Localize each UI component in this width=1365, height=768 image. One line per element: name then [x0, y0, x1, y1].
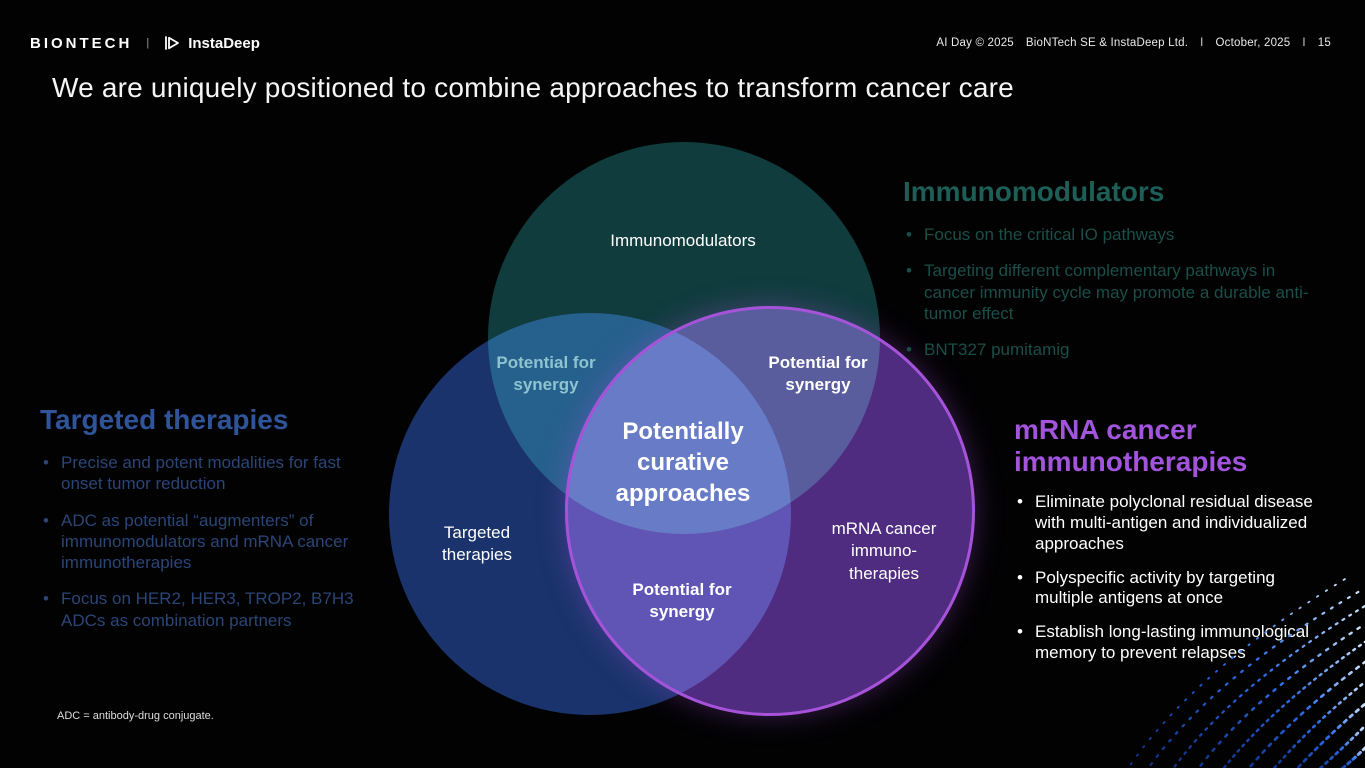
instadeep-arrow-icon: [165, 36, 180, 50]
event-label: AI Day © 2025: [936, 37, 1014, 49]
bullet-item: Targeting different complementary pathwa…: [903, 260, 1323, 324]
bullet-item: BNT327 pumitamig: [903, 339, 1323, 361]
bullet-list: Eliminate polyclonal residual disease wi…: [1014, 492, 1326, 663]
instadeep-logo: InstaDeep: [163, 34, 260, 52]
logo-divider: |: [146, 37, 150, 49]
bullet-item: Polyspecific activity by targeting multi…: [1014, 568, 1326, 609]
slide-title: We are uniquely positioned to combine ap…: [52, 72, 1014, 103]
targeted-therapies-panel: Targeted therapies Precise and potent mo…: [40, 404, 370, 631]
panel-title: mRNA cancer immunotherapies: [1014, 414, 1248, 478]
bullet-item: ADC as potential “augmenters” of immunom…: [40, 510, 370, 574]
bullet-item: Eliminate polyclonal residual disease wi…: [1014, 492, 1326, 554]
date-label: October, 2025: [1215, 37, 1291, 49]
footnote: ADC = antibody-drug conjugate.: [57, 710, 214, 722]
bullet-item: Focus on HER2, HER3, TROP2, B7H3 ADCs as…: [40, 588, 370, 631]
synergy-label-left: Potential for synergy: [496, 353, 596, 395]
mrna-circle-ring: [565, 306, 975, 716]
header: BIONTECH | InstaDeep AI Day © 2025 BioNT…: [30, 34, 1331, 52]
bullet-item: Precise and potent modalities for fast o…: [40, 452, 370, 495]
synergy-label-right: Potential for synergy: [768, 353, 868, 395]
mrna-circle-label: mRNA cancer immuno- therapies: [831, 519, 937, 583]
immunomodulators-circle-label: Immunomodulators: [610, 231, 756, 250]
page-number: 15: [1317, 37, 1331, 49]
logo-group: BIONTECH | InstaDeep: [30, 34, 260, 52]
bullet-list: Precise and potent modalities for fast o…: [40, 452, 370, 631]
mrna-panel: mRNA cancer immunotherapies Eliminate po…: [1014, 414, 1326, 664]
meta-divider: I: [1302, 37, 1306, 49]
instadeep-logo-text: InstaDeep: [188, 34, 260, 52]
panel-title: Immunomodulators: [903, 176, 1165, 207]
bullet-item: Establish long-lasting immunological mem…: [1014, 622, 1326, 663]
biontech-logo: BIONTECH: [30, 34, 133, 52]
panel-title: Targeted therapies: [40, 404, 289, 435]
targeted-circle-label: Targeted therapies: [442, 523, 512, 565]
meta-divider: I: [1200, 37, 1204, 49]
header-meta: AI Day © 2025 BioNTech SE & InstaDeep Lt…: [936, 37, 1331, 49]
company-label: BioNTech SE & InstaDeep Ltd.: [1025, 37, 1189, 49]
bullet-list: Focus on the critical IO pathways Target…: [903, 224, 1323, 361]
center-label: Potentially curative approaches: [615, 418, 751, 508]
immunomodulators-panel: Immunomodulators Focus on the critical I…: [903, 176, 1323, 361]
synergy-label-bottom: Potential for synergy: [632, 580, 732, 622]
particle-wave-graphic: [1127, 575, 1365, 768]
bullet-item: Focus on the critical IO pathways: [903, 224, 1323, 246]
